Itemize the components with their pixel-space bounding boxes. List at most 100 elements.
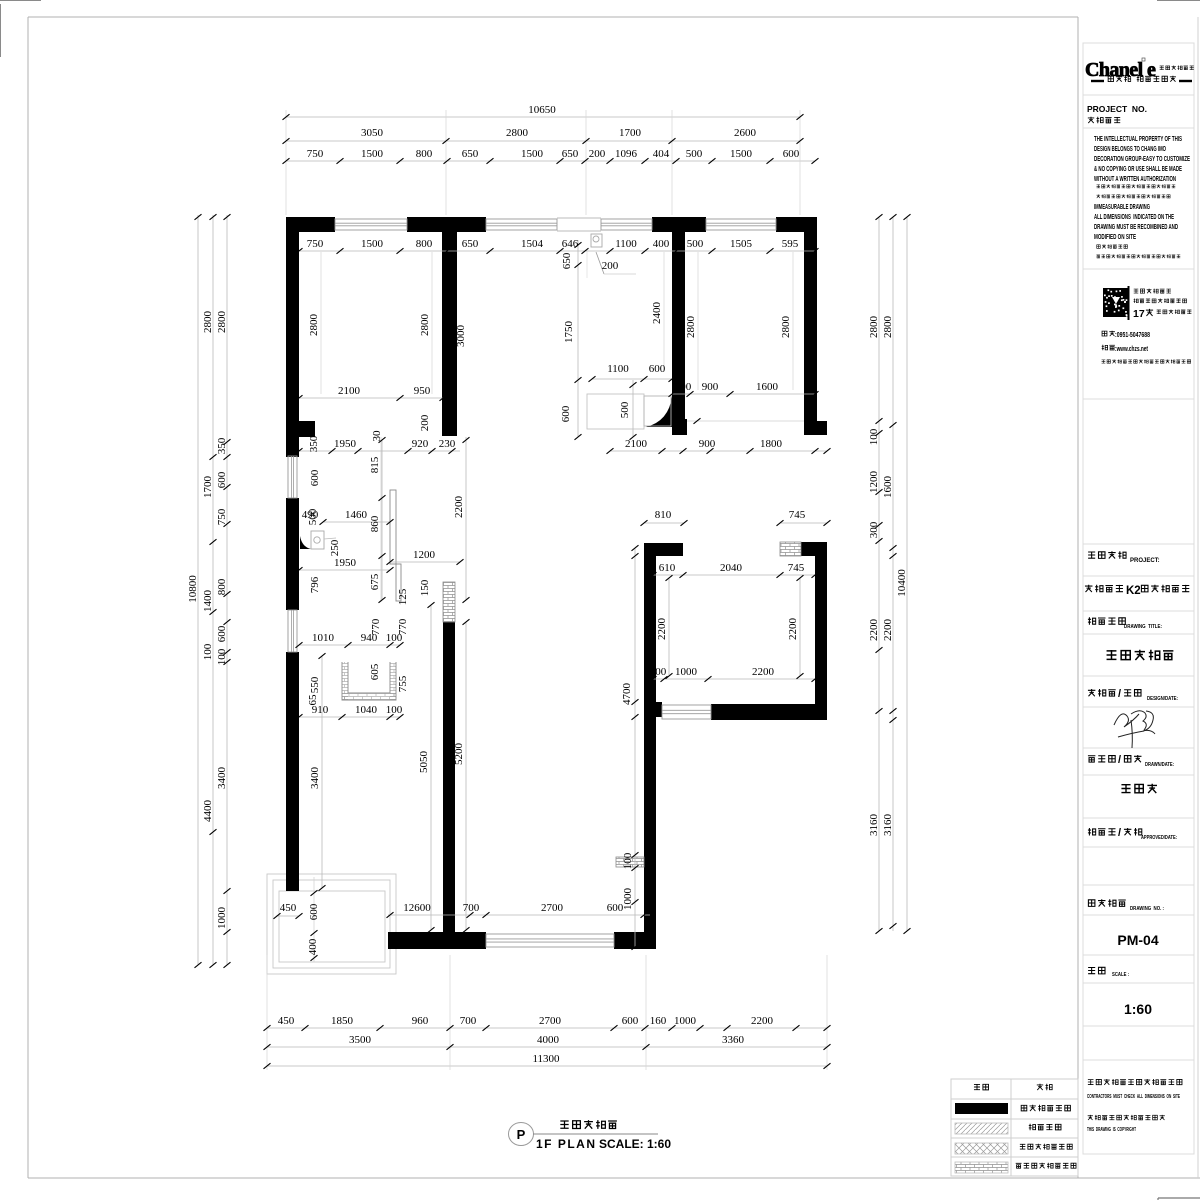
svg-text:350: 350 [308, 435, 320, 452]
svg-text:500: 500 [686, 148, 703, 160]
svg-text:SCALE: 1:60: SCALE: 1:60 [599, 1137, 671, 1151]
svg-text:2800: 2800 [202, 311, 214, 334]
svg-text:250: 250 [329, 539, 341, 556]
svg-text:2800: 2800 [506, 127, 529, 139]
svg-text:2400: 2400 [651, 302, 663, 325]
svg-text:200: 200 [419, 414, 431, 431]
svg-text:910: 910 [312, 704, 329, 716]
svg-text:800: 800 [216, 578, 228, 595]
svg-text:DESIGN BELONGS TO CHANG IMO: DESIGN BELONGS TO CHANG IMO [1094, 146, 1166, 153]
svg-text:100: 100 [622, 852, 634, 869]
svg-text:404: 404 [653, 148, 670, 160]
svg-text:1010: 1010 [312, 632, 335, 644]
svg-text:2200: 2200 [656, 618, 668, 641]
svg-text:600: 600 [216, 471, 228, 488]
svg-text:920: 920 [412, 438, 429, 450]
svg-text:1700: 1700 [202, 476, 214, 499]
svg-text:1600: 1600 [882, 476, 894, 499]
svg-text:700: 700 [463, 902, 480, 914]
svg-text:12600: 12600 [403, 902, 431, 914]
svg-text:3400: 3400 [309, 767, 321, 790]
svg-text:1096: 1096 [615, 148, 638, 160]
svg-text:230: 230 [439, 438, 456, 450]
svg-text:ALL DIMENSIONS INDICATED ON T: ALL DIMENSIONS INDICATED ON THE [1094, 214, 1174, 221]
svg-text:815: 815 [369, 456, 381, 473]
svg-text:PROJECT:: PROJECT: [1130, 558, 1160, 564]
svg-text:600: 600 [560, 405, 572, 422]
svg-text:5200: 5200 [453, 743, 465, 766]
svg-text:1200: 1200 [413, 549, 436, 561]
svg-text:770: 770 [370, 618, 382, 635]
svg-text:650: 650 [561, 252, 573, 269]
svg-text:3050: 3050 [361, 127, 384, 139]
svg-text:600: 600 [309, 469, 321, 486]
svg-text:2200: 2200 [787, 618, 799, 641]
svg-text:e: e [1147, 59, 1156, 81]
svg-text:17: 17 [1133, 308, 1145, 320]
svg-text:1600: 1600 [756, 381, 779, 393]
svg-text:675: 675 [369, 573, 381, 590]
svg-text:3400: 3400 [216, 767, 228, 790]
svg-text:125: 125 [397, 588, 409, 605]
svg-text:2100: 2100 [625, 438, 648, 450]
svg-text:SCALE :: SCALE : [1112, 972, 1129, 978]
svg-text:1950: 1950 [334, 438, 357, 450]
svg-text:2800: 2800 [685, 316, 697, 339]
svg-text:400: 400 [653, 238, 670, 250]
svg-text:1700: 1700 [619, 127, 642, 139]
svg-text:1000: 1000 [675, 666, 698, 678]
svg-text:1200: 1200 [868, 471, 880, 494]
svg-text:10400: 10400 [896, 569, 908, 597]
svg-text:2100: 2100 [338, 385, 361, 397]
svg-text:200: 200 [602, 260, 619, 272]
svg-text:605: 605 [369, 663, 381, 680]
svg-text:Chanel: Chanel [1085, 59, 1144, 81]
svg-text:2800: 2800 [780, 316, 792, 339]
svg-text:800: 800 [416, 238, 433, 250]
svg-text:DESIGN/DATE:: DESIGN/DATE: [1147, 696, 1178, 702]
svg-text:860: 860 [369, 515, 381, 532]
svg-text:30: 30 [371, 430, 383, 442]
svg-text:THIS DRAWING IS COPYRIGHT: THIS DRAWING IS COPYRIGHT [1087, 1127, 1136, 1133]
svg-text:646: 646 [562, 238, 579, 250]
svg-text:900: 900 [702, 381, 719, 393]
svg-text:MODIFIED ON SITE: MODIFIED ON SITE [1094, 234, 1136, 241]
svg-text:2700: 2700 [539, 1015, 562, 1027]
svg-text:100: 100 [675, 381, 692, 393]
svg-text:3160: 3160 [882, 814, 894, 837]
svg-text:750: 750 [216, 508, 228, 525]
svg-text:1460: 1460 [345, 509, 368, 521]
svg-text:WITHOUT A WRITTEN AUTHORIZATIO: WITHOUT A WRITTEN AUTHORIZATION [1094, 176, 1176, 183]
svg-text:1950: 1950 [334, 557, 357, 569]
svg-text:550: 550 [309, 676, 321, 693]
svg-text:650: 650 [462, 148, 479, 160]
svg-text:DRAWING TITLE:: DRAWING TITLE: [1124, 624, 1162, 630]
svg-text:PM-04: PM-04 [1117, 932, 1158, 948]
svg-text:2600: 2600 [734, 127, 757, 139]
svg-text:1:60: 1:60 [1124, 1001, 1152, 1017]
svg-text:750: 750 [307, 148, 324, 160]
svg-text:750: 750 [307, 238, 324, 250]
svg-text:150: 150 [419, 579, 431, 596]
svg-text:600: 600 [622, 1015, 639, 1027]
svg-text:4400: 4400 [202, 800, 214, 823]
svg-text:595: 595 [782, 238, 799, 250]
svg-text:1500: 1500 [361, 148, 384, 160]
svg-text:1850: 1850 [331, 1015, 354, 1027]
svg-text:600: 600 [607, 902, 624, 914]
svg-text:2700: 2700 [541, 902, 564, 914]
svg-text:745: 745 [789, 509, 806, 521]
svg-text:IMMEASURABLE DRAWING: IMMEASURABLE DRAWING [1094, 204, 1150, 211]
svg-text:350: 350 [216, 437, 228, 454]
svg-text:1504: 1504 [521, 238, 544, 250]
svg-text:770: 770 [397, 618, 409, 635]
svg-text:400: 400 [307, 938, 319, 955]
svg-text:2040: 2040 [720, 562, 743, 574]
svg-text:1040: 1040 [355, 704, 378, 716]
svg-text:P: P [517, 1127, 526, 1142]
svg-text:3160: 3160 [868, 814, 880, 837]
svg-text:PROJECT NO.: PROJECT NO. [1087, 104, 1147, 114]
svg-text:3000: 3000 [455, 325, 467, 348]
svg-text:600: 600 [649, 363, 666, 375]
svg-text:4000: 4000 [537, 1034, 560, 1046]
